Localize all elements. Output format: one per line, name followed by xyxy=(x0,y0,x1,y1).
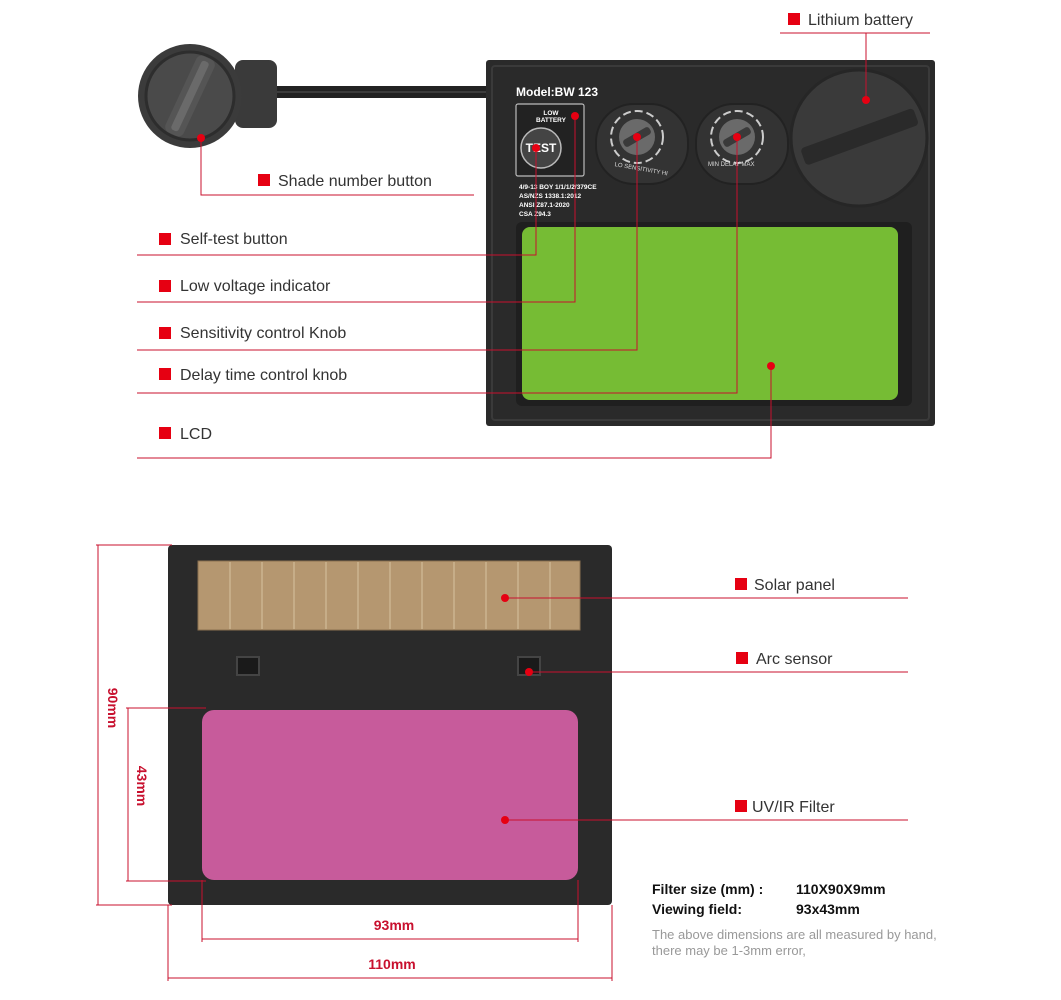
self-test-marker xyxy=(159,233,171,245)
standard-line-2: AS/NZS 1338.1:2012 xyxy=(519,193,582,200)
height-total-dim: 90mm xyxy=(105,688,121,728)
test-button[interactable] xyxy=(520,127,562,169)
shade-number-knob xyxy=(138,44,277,148)
lcd-screen xyxy=(522,227,898,400)
delay-marker xyxy=(159,368,171,380)
solar-panel-label: Solar panel xyxy=(754,577,835,594)
arc-sensor-left xyxy=(236,656,260,676)
shade-number-label: Shade number button xyxy=(278,173,432,190)
uv-ir-filter xyxy=(202,710,578,880)
width-total-dim: 110mm xyxy=(368,956,415,972)
low-battery-text-2: BATTERY xyxy=(536,117,567,124)
test-button-label: TEST xyxy=(526,141,557,155)
uv-ir-label: UV/IR Filter xyxy=(752,799,835,816)
lithium-battery-label: Lithium battery xyxy=(808,12,913,29)
arc-sensor-marker xyxy=(736,652,748,664)
measurement-note-2: there may be 1-3mm error, xyxy=(652,943,806,958)
lcd-label: LCD xyxy=(180,426,212,443)
filter-size-value: 110X90X9mm xyxy=(796,881,886,897)
low-voltage-label: Low voltage indicator xyxy=(180,278,331,295)
measurement-note-1: The above dimensions are all measured by… xyxy=(652,927,937,942)
delay-arc-text: MIN DELAY MAX xyxy=(708,162,754,168)
sensitivity-label: Sensitivity control Knob xyxy=(180,325,346,342)
solar-panel-marker xyxy=(735,578,747,590)
solar-panel xyxy=(197,560,581,631)
lcd-marker xyxy=(159,427,171,439)
lithium-battery-marker xyxy=(788,13,800,25)
sensitivity-knob[interactable] xyxy=(595,103,689,185)
low-voltage-marker xyxy=(159,280,171,292)
filter-size-label: Filter size (mm) : xyxy=(652,881,763,897)
delay-knob[interactable] xyxy=(695,103,789,185)
standard-line-4: CSA Z94.3 xyxy=(519,211,551,218)
height-view-dim: 43mm xyxy=(134,766,150,806)
width-view-dim: 93mm xyxy=(374,917,414,933)
uv-ir-marker xyxy=(735,800,747,812)
standard-line-3: ANSI Z87.1-2020 xyxy=(519,202,570,209)
shade-number-marker xyxy=(258,174,270,186)
viewing-field-label: Viewing field: xyxy=(652,901,742,917)
sensitivity-marker xyxy=(159,327,171,339)
self-test-label: Self-test button xyxy=(180,231,288,248)
viewing-field-value: 93x43mm xyxy=(796,901,860,917)
standard-line-1: 4/9-13 BOY 1/1/1/2/379CE xyxy=(519,184,597,191)
low-battery-text: LOW xyxy=(543,110,559,117)
model-label: Model:BW 123 xyxy=(516,85,598,99)
delay-label: Delay time control knob xyxy=(180,367,347,384)
battery-cover xyxy=(789,68,929,208)
arc-sensor-label: Arc sensor xyxy=(756,651,833,668)
